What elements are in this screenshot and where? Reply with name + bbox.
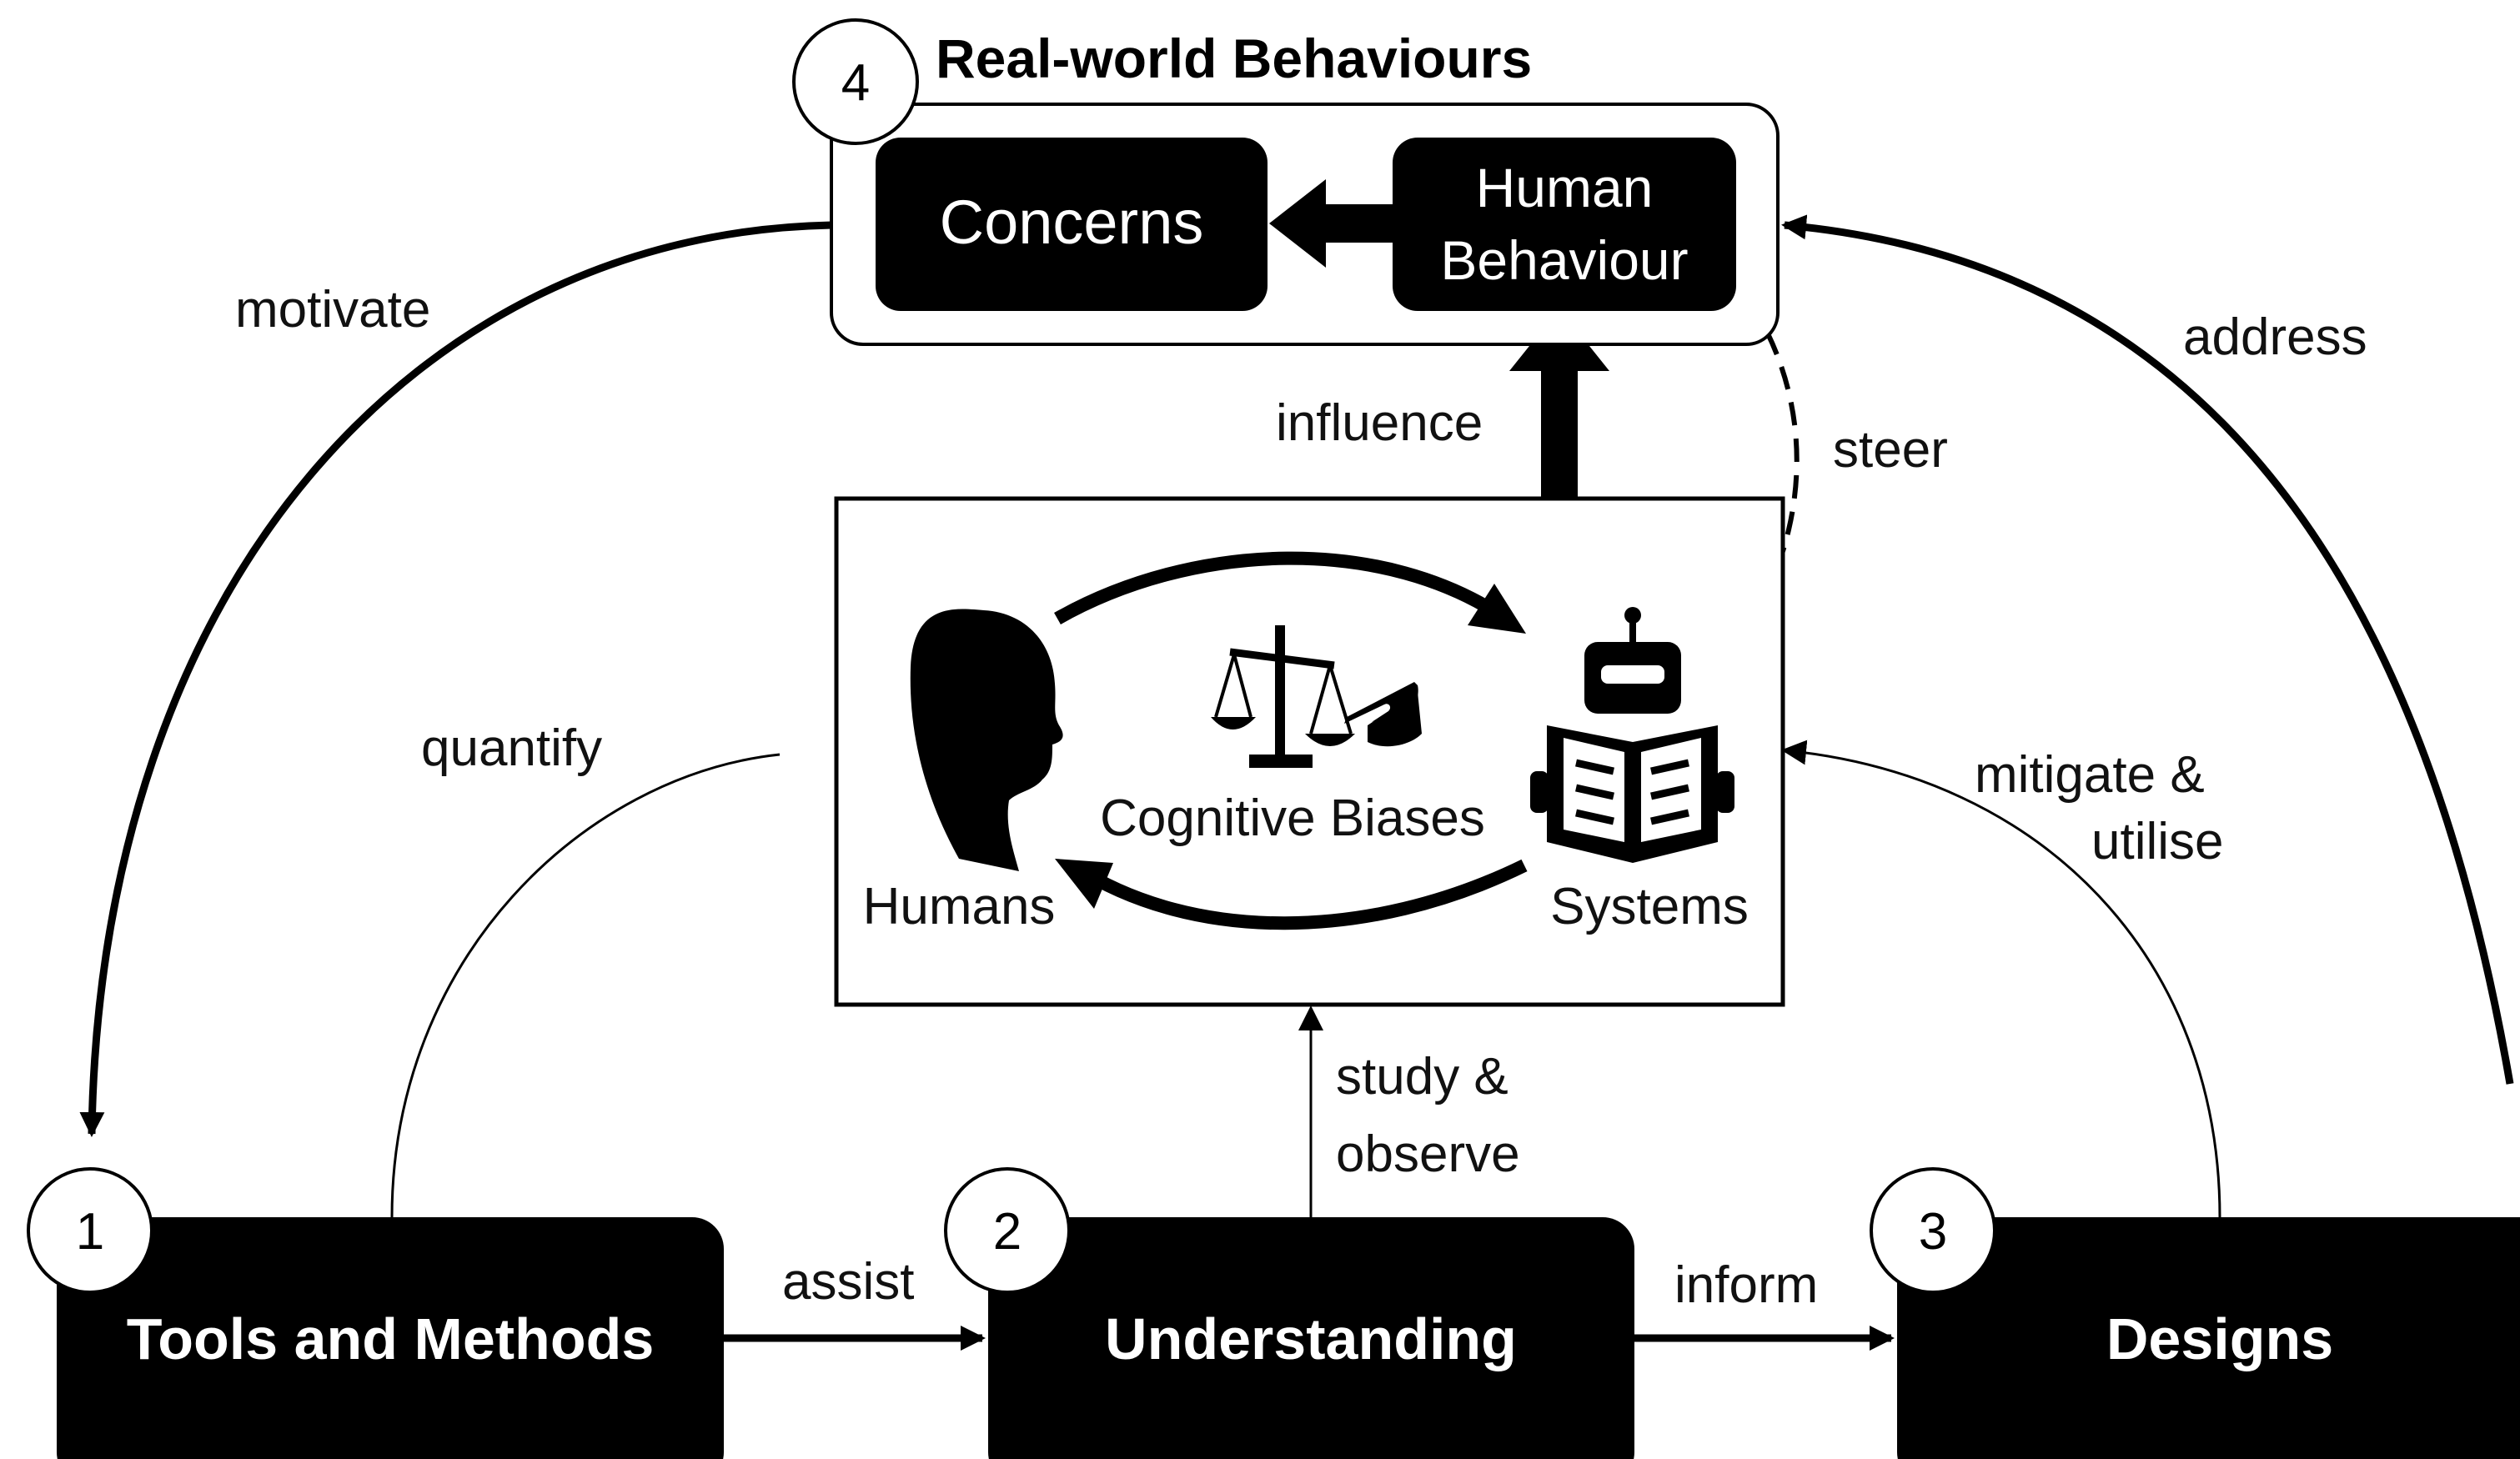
pointing-hand-icon: [1344, 682, 1422, 747]
influence-arrow-shaft: [1541, 358, 1578, 499]
assist-label: assist: [782, 1253, 914, 1311]
human-behaviour-label-line1: Human: [1476, 157, 1654, 218]
group-number: 4: [841, 54, 870, 112]
systems-to-humans-arrow: [1072, 859, 1528, 930]
steer-label: steer: [1833, 421, 1948, 479]
designs-label: Designs: [2106, 1306, 2333, 1371]
quantify-arc: [390, 753, 781, 1218]
address-arrow: [1781, 214, 2514, 1085]
address-label: address: [2183, 308, 2367, 366]
quantify-label: quantify: [421, 719, 602, 777]
systems-label: Systems: [1550, 878, 1749, 935]
balance-scale-icon: [1211, 625, 1355, 768]
motivate-arrow: [79, 221, 832, 1137]
understanding-number: 2: [993, 1203, 1022, 1261]
humans-label: Humans: [863, 878, 1056, 935]
mitigate-arc: [1781, 740, 2221, 1218]
inform-label: inform: [1674, 1256, 1818, 1314]
tools-methods-label: Tools and Methods: [127, 1306, 655, 1371]
group-title: Real-world Behaviours: [936, 28, 1532, 89]
understanding-label: Understanding: [1105, 1306, 1517, 1371]
robot-reading-icon: [1530, 607, 1734, 863]
cognitive-biases-label: Cognitive Biases: [1100, 790, 1485, 847]
motivate-label: motivate: [235, 281, 430, 338]
tools-methods-node: [57, 1217, 724, 1459]
human-behaviour-label-line2: Behaviour: [1440, 229, 1688, 291]
concerns-label: Concerns: [940, 188, 1204, 257]
behaviour-to-concerns-head: [1269, 179, 1326, 268]
influence-label: influence: [1276, 394, 1483, 452]
designs-node: [1897, 1217, 2520, 1459]
behaviour-to-concerns-shaft: [1318, 204, 1394, 243]
mitigate-label-line2: utilise: [2091, 813, 2224, 870]
mitigate-label-line1: mitigate &: [1975, 746, 2205, 804]
study-label-line1: study &: [1336, 1048, 1508, 1106]
human-behaviour-node: [1393, 138, 1736, 311]
designs-number-badge: [1870, 1167, 1996, 1294]
tools-number-badge: [27, 1167, 153, 1294]
understanding-number-badge: [944, 1167, 1071, 1294]
systems-to-humans-arrowhead: [1055, 859, 1113, 909]
understanding-node: [988, 1217, 1634, 1459]
humans-to-systems-arrowhead: [1468, 584, 1526, 634]
tools-number: 1: [76, 1203, 104, 1261]
concerns-node: [876, 138, 1268, 311]
group-number-badge: [792, 18, 919, 145]
human-head-icon: [910, 609, 1063, 871]
designs-number: 3: [1919, 1203, 1947, 1261]
humans-to-systems-arrow: [1054, 551, 1514, 627]
study-label-line2: observe: [1336, 1126, 1520, 1183]
